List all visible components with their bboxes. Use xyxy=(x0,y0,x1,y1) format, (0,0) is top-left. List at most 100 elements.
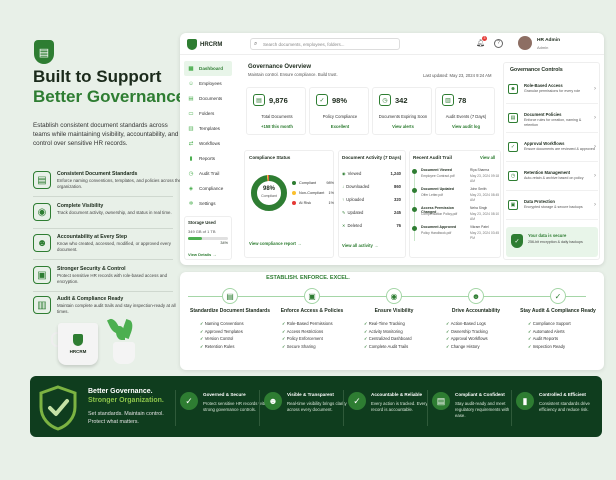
step-list-item: Retention Rules xyxy=(200,343,272,351)
search-input[interactable]: ⌕Search documents, employees, folders... xyxy=(250,38,400,50)
accountable-icon: ✓ xyxy=(348,392,366,410)
compliance-card: Compliance Status 98% Compliant Complian… xyxy=(244,150,334,258)
audit-timeline xyxy=(414,171,415,241)
eye-icon: ◉ xyxy=(33,203,51,221)
footer-col-desc: Consistent standards drive efficiency an… xyxy=(539,401,590,412)
notification-badge: 3 xyxy=(482,36,487,41)
storage-details-link[interactable]: View Details → xyxy=(188,252,217,257)
footer-tagline: Set standards. Maintain control. Protect… xyxy=(88,411,164,425)
step-title: Stay Audit & Compliance Ready xyxy=(520,308,596,314)
feature-desc: Track document activity, ownership, and … xyxy=(57,210,172,215)
sidebar-item-label: Audit Trail xyxy=(199,171,220,176)
audit-time: May 23, 2024 08:45 AM xyxy=(470,193,500,202)
compliance-report-link[interactable]: View compliance report → xyxy=(249,241,302,246)
activity-name: Updated xyxy=(347,210,364,215)
activity-value: 860 xyxy=(394,184,401,189)
step-list-item: Approved Templates xyxy=(200,328,272,336)
employees-icon: ☺ xyxy=(188,80,194,87)
sidebar-item-documents[interactable]: ▤Documents xyxy=(184,91,232,106)
compliance-title: Compliance Status xyxy=(249,155,291,160)
audit-time: May 23, 2024 03:45 PM xyxy=(470,231,500,240)
chevron-right-icon[interactable]: › xyxy=(594,173,596,179)
sidebar-item-workflows[interactable]: ⇄Workflows xyxy=(184,136,232,151)
footer-line1: Better Governance. xyxy=(88,388,153,395)
chevron-right-icon[interactable]: › xyxy=(594,86,596,92)
bell-icon[interactable]: 🔔︎ xyxy=(476,40,485,47)
avatar[interactable] xyxy=(518,36,532,50)
activity-label: ◉Viewed xyxy=(342,171,382,176)
audit-view-all-link[interactable]: View all xyxy=(480,155,496,160)
activity-label: ✎Updated xyxy=(342,210,382,215)
sidebar-item-compliance[interactable]: ◈Compliance xyxy=(184,181,232,196)
kpi-label: Total Documents xyxy=(261,114,293,119)
feature-desc: Enforce naming conventions, templates, a… xyxy=(57,178,181,189)
sidebar-item-folders[interactable]: ▭Folders xyxy=(184,106,232,121)
control-title: Approval Workflows xyxy=(524,141,565,146)
step-list-item: Centralized Dashboard xyxy=(364,335,436,343)
activity-label: ↑Uploaded xyxy=(342,197,382,202)
kpi-link[interactable]: View alerts xyxy=(392,124,414,129)
chevron-right-icon[interactable]: › xyxy=(594,115,596,121)
retention-icon: ◷ xyxy=(508,171,518,181)
activity-label: ↓Downloaded xyxy=(342,184,382,189)
step-list-item: Inspection Ready xyxy=(528,343,600,351)
audit-event: Document Approved xyxy=(421,225,457,229)
chevron-right-icon[interactable]: › xyxy=(594,202,596,208)
feature-title: Stronger Security & Control xyxy=(57,266,126,272)
sidebar-item-employees[interactable]: ☺Employees xyxy=(184,76,232,91)
storage-percent: 34% xyxy=(220,241,228,245)
sidebar-item-audit-trail[interactable]: ◷Audit Trail xyxy=(184,166,232,181)
activity-label: ✕Deleted xyxy=(342,223,382,228)
process-step: ▤Standardize Document StandardsNaming Co… xyxy=(188,288,272,350)
eye-icon: ◉ xyxy=(386,288,402,304)
user-name[interactable]: HR Admin xyxy=(537,38,561,43)
sidebar-item-reports[interactable]: ▮Reports xyxy=(184,151,232,166)
sidebar-item-dashboard[interactable]: ▦Dashboard xyxy=(184,61,232,76)
kpi-link[interactable]: +158 this month xyxy=(261,124,293,129)
sidebar-item-label: Documents xyxy=(199,96,223,101)
audit-dot-icon xyxy=(412,226,417,231)
brand-shield-icon: ▤ xyxy=(34,40,54,64)
kpi-link[interactable]: Excellent xyxy=(330,124,350,129)
audit-user: John Smith xyxy=(470,187,487,191)
kpi-value: 342 xyxy=(395,96,408,105)
feature-desc: Know who created, accessed, modified, or… xyxy=(57,241,171,252)
app-brand[interactable]: HRCRM xyxy=(187,39,222,50)
activity-link[interactable]: View all activity → xyxy=(342,243,379,248)
step-list-item: Change History xyxy=(446,343,518,351)
audit-event: Document Updated xyxy=(421,187,454,191)
chevron-right-icon[interactable]: › xyxy=(594,144,596,150)
controls-card xyxy=(503,62,600,260)
step-list: Real-Time TrackingActivity MonitoringCen… xyxy=(352,320,436,350)
sidebar-nav: ▦Dashboard☺Employees▤Documents▭Folders▥T… xyxy=(184,61,232,211)
step-list-item: Activity Monitoring xyxy=(364,328,436,336)
mug-image: HRCRM xyxy=(58,323,98,365)
user-role: Admin xyxy=(537,45,549,50)
kpi-label: Audit Events (7 Days) xyxy=(445,114,487,119)
audit-user: Vikram Patel xyxy=(470,225,489,229)
legend-dot xyxy=(292,201,296,205)
step-title: Drive Accountability xyxy=(451,308,501,314)
help-icon[interactable]: ? xyxy=(494,39,503,48)
sidebar-item-templates[interactable]: ▥Templates xyxy=(184,121,232,136)
control-title: Retention Management xyxy=(524,170,571,175)
activity-name: Deleted xyxy=(347,223,362,228)
step-list-item: Compliance Support xyxy=(528,320,600,328)
step-list: Compliance SupportAutomated AlertsAudit … xyxy=(516,320,600,350)
kpi-link[interactable]: View audit log xyxy=(451,124,481,129)
sidebar-item-settings[interactable]: ✲Settings xyxy=(184,196,232,211)
